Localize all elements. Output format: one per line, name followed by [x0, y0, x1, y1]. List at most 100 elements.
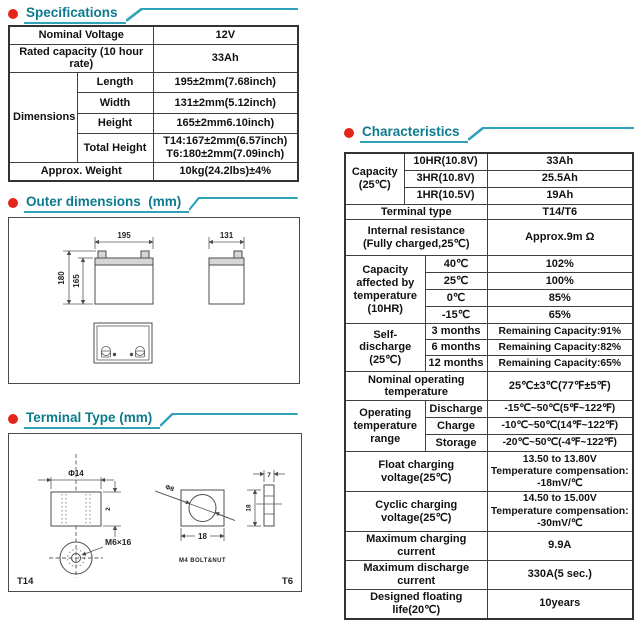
table-row: Operating temperature range Discharge -1…	[344, 400, 634, 453]
row-value: Approx.9m Ω	[486, 219, 634, 257]
t6-thickness-label: 7	[267, 472, 271, 479]
specifications-header: Specifications	[6, 5, 298, 24]
table-row: 1HR(10.5V) 19Ah	[345, 186, 634, 205]
row-condition: 6 months	[424, 339, 488, 357]
header-swoosh-line	[467, 127, 634, 141]
t6-hole-diameter-label: Φ8	[164, 484, 175, 494]
row-value: Remaining Capacity:91%	[486, 323, 634, 341]
capacity-group-label: Capacity (25℃)	[344, 152, 405, 205]
row-value: -10℃~50℃(14℉~122℉)	[486, 417, 634, 436]
terminal-nub	[97, 250, 107, 259]
battery-cap-front	[94, 257, 154, 266]
row-condition: 25℃	[424, 272, 488, 291]
row-label: Rated capacity (10 hour rate)	[8, 43, 154, 74]
row-condition: 12 months	[424, 355, 488, 373]
outer-dimensions-header: Outer dimensions (mm)	[6, 194, 298, 213]
row-value: 165±2mm6.10inch)	[152, 113, 299, 135]
terminal-nub	[233, 250, 243, 259]
t6-width-label: 18	[198, 532, 207, 541]
table-row: Maximum charging current 9.9A	[344, 530, 634, 561]
table-row: Terminal type T14/T6	[344, 203, 634, 221]
row-value: 10years	[486, 588, 634, 620]
table-row: Approx. Weight 10kg(24.2lbs)±4%	[8, 162, 299, 182]
battery-body-front	[94, 264, 154, 305]
front-width-dim-label: 195	[117, 231, 131, 240]
dimensions-group-label: Dimensions	[8, 72, 78, 164]
row-value: -20℃~50℃(-4℉~122℉)	[486, 434, 634, 453]
bullet-icon	[8, 198, 18, 208]
row-label: Designed floating life(20℃)	[344, 588, 488, 620]
row-value: 33Ah	[486, 152, 634, 171]
table-row: Designed floating life(20℃) 10years	[344, 588, 634, 620]
table-row: -15℃ 65%	[345, 306, 634, 325]
row-value: 13.50 to 13.80V Temperature compensation…	[486, 451, 634, 493]
row-value: 65%	[486, 306, 634, 325]
characteristics-title: Characteristics	[360, 124, 468, 143]
table-row: Capacity affected by temperature (10HR) …	[344, 255, 634, 325]
battery-top-view	[93, 322, 153, 364]
row-condition: Discharge	[424, 400, 488, 419]
battery-body-side	[208, 264, 245, 305]
header-swoosh-line	[125, 8, 298, 22]
characteristics-table: Capacity (25℃) 10HR(10.8V) 33Ah 3HR(10.8…	[344, 152, 635, 620]
capacity-temperature-group-label: Capacity affected by temperature (10HR)	[344, 255, 426, 325]
row-label: Length	[76, 72, 154, 94]
t6-height-label: 18	[246, 504, 253, 512]
terminal-type-header: Terminal Type (mm)	[6, 410, 298, 429]
bullet-icon	[344, 128, 354, 138]
row-condition: -15℃	[424, 306, 488, 325]
row-value: T14:167±2mm(6.57inch) T6:180±2mm(7.09inc…	[152, 133, 299, 164]
row-label: Nominal Voltage	[8, 25, 154, 45]
row-value: 9.9A	[486, 530, 634, 561]
characteristics-header: Characteristics	[342, 124, 634, 143]
outer-dimensions-drawing: 195 180 165 131	[8, 217, 300, 384]
table-row: Nominal Voltage 12V	[8, 25, 299, 45]
table-row: Nominal operating temperature 25℃±3℃(77℉…	[344, 371, 634, 402]
t6-name-label: T6	[282, 576, 293, 587]
t14-name-label: T14	[17, 576, 34, 587]
row-condition: 3 months	[424, 323, 488, 341]
row-value: 25.5Ah	[486, 169, 634, 188]
row-value: 330A(5 sec.)	[486, 559, 634, 590]
terminal-nub	[140, 250, 150, 259]
row-value: 19Ah	[486, 186, 634, 205]
row-label: Internal resistance (Fully charged,25℃)	[344, 219, 488, 257]
row-label: Maximum charging current	[344, 530, 488, 561]
row-condition: 0℃	[424, 289, 488, 308]
terminal-post-dot	[129, 352, 134, 357]
bullet-icon	[8, 9, 18, 19]
row-condition: 3HR(10.8V)	[403, 169, 488, 188]
table-row: Rated capacity (10 hour rate) 33Ah	[8, 43, 299, 74]
table-row: Maximum discharge current 330A(5 sec.)	[344, 559, 634, 590]
table-row: 12 months Remaining Capacity:65%	[345, 355, 634, 373]
table-row: Self-discharge (25℃) 3 months Remaining …	[344, 323, 634, 373]
side-width-dim-label: 131	[220, 231, 234, 240]
terminal-type-drawing: Φ14 2 M6×16 T14 Φ8	[8, 433, 302, 592]
table-row: Cyclic charging voltage(25℃) 14.50 to 15…	[344, 491, 634, 532]
row-label: Approx. Weight	[8, 162, 154, 182]
row-label: Width	[76, 92, 154, 115]
t6-side-view	[263, 484, 275, 527]
operating-temperature-group-label: Operating temperature range	[344, 400, 426, 453]
table-row: Float charging voltage(25℃) 13.50 to 13.…	[344, 451, 634, 493]
header-swoosh-line	[160, 413, 298, 427]
row-label: Terminal type	[344, 203, 488, 221]
battery-cap-side	[208, 257, 245, 266]
row-value: -15℃~50℃(5℉~122℉)	[486, 400, 634, 419]
row-condition: 40℃	[424, 255, 488, 274]
specifications-title: Specifications	[24, 5, 126, 24]
row-condition: Charge	[424, 417, 488, 436]
row-condition: 10HR(10.8V)	[403, 152, 488, 171]
table-row: 6 months Remaining Capacity:82%	[345, 339, 634, 357]
specifications-table: Nominal Voltage 12V Rated capacity (10 h…	[8, 25, 299, 182]
t14-side-view	[50, 491, 102, 527]
header-swoosh-line	[189, 197, 298, 211]
t14-height-label: 2	[105, 507, 112, 511]
t6-top-view	[180, 489, 225, 527]
table-row: Dimensions Length 195±2mm(7.68inch)	[8, 72, 299, 164]
row-value: 102%	[486, 255, 634, 274]
terminal-diagram: Φ14 2 M6×16 T14 Φ8	[17, 454, 293, 587]
row-label: Height	[76, 113, 154, 135]
t6-bolt-label: M4 BOLT&NUT	[179, 558, 226, 564]
